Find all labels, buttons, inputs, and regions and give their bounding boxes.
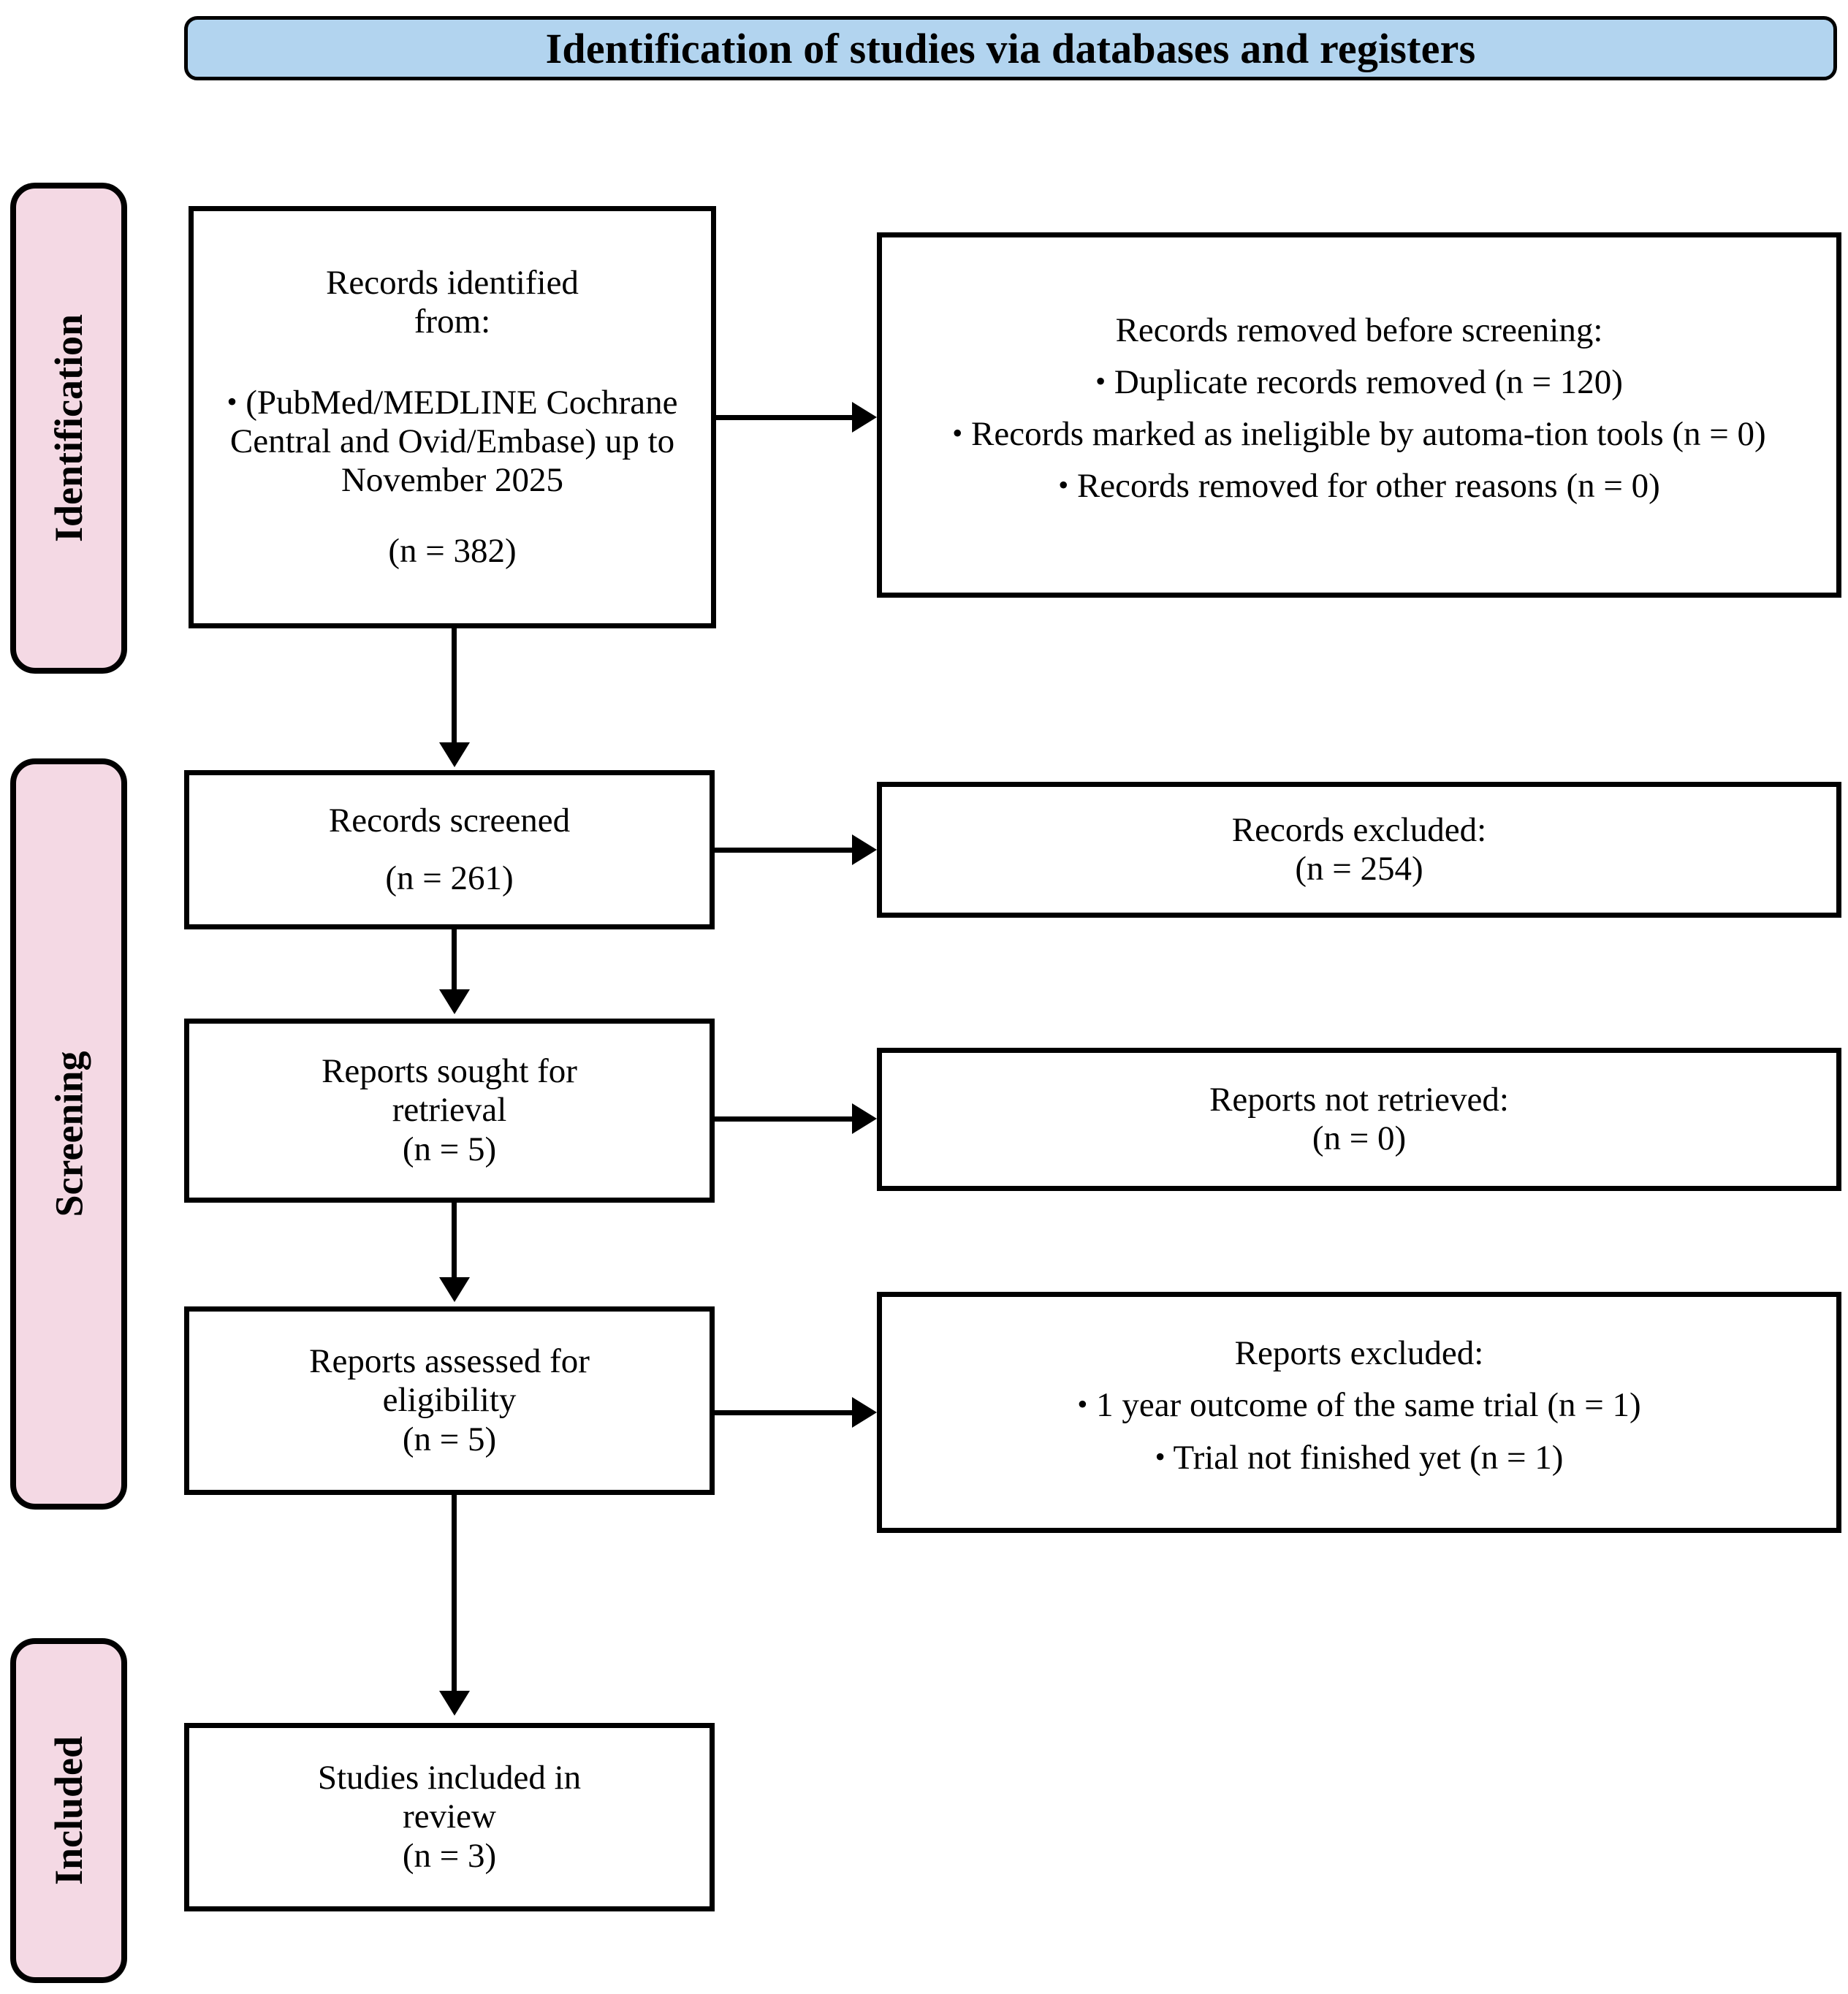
connector-assessed-to-reports-excluded — [715, 1410, 855, 1415]
box-records-screened-title: Records screened — [328, 801, 571, 840]
list-item: • Records removed for other reasons (n =… — [892, 467, 1826, 506]
box-records-identified-list: • (PubMed/MEDLINE Cochrane Central and O… — [204, 370, 701, 513]
phase-label-identification-text: Identification — [47, 313, 91, 543]
arrow-down-icon — [439, 989, 470, 1014]
connector-identified-to-removed — [716, 415, 855, 420]
box-records-excluded: Records excluded: (n = 254) — [877, 782, 1841, 918]
box-records-removed-reason-3: Records removed for other reasons (n = 0… — [1076, 467, 1660, 506]
box-reports-assessed-title-line1: Reports assessed for — [309, 1342, 590, 1381]
arrow-right-icon — [852, 402, 877, 433]
phase-label-screening-text: Screening — [47, 1051, 91, 1217]
box-reports-sought-title-line1: Reports sought for — [322, 1052, 577, 1091]
box-records-removed-list: • Duplicate records removed (n = 120) • … — [892, 350, 1826, 519]
box-reports-sought: Reports sought for retrieval (n = 5) — [184, 1019, 715, 1203]
list-item: • Trial not finished yet (n = 1) — [892, 1439, 1826, 1477]
box-records-identified-title-line2: from: — [414, 302, 491, 340]
bullet-icon: • — [227, 384, 237, 418]
connector-identified-to-screened — [452, 628, 457, 745]
phase-label-included: Included — [10, 1638, 127, 1983]
arrow-right-icon — [852, 1103, 877, 1134]
phase-label-included-text: Included — [47, 1735, 91, 1886]
box-records-removed-reason-2: Records marked as ineligible by automa-t… — [971, 415, 1766, 453]
box-reports-excluded-reason-1: 1 year outcome of the same trial (n = 1) — [1096, 1386, 1641, 1425]
box-studies-included-title-line1: Studies included in — [317, 1759, 582, 1797]
box-reports-not-retrieved-title: Reports not retrieved: — [1209, 1080, 1509, 1119]
arrow-down-icon — [439, 742, 470, 767]
box-studies-included-count: (n = 3) — [402, 1836, 497, 1875]
box-records-screened: Records screened (n = 261) — [184, 770, 715, 929]
connector-screened-to-excluded — [715, 848, 855, 853]
box-records-identified-count: (n = 382) — [388, 532, 517, 571]
phase-label-screening: Screening — [10, 758, 127, 1510]
connector-assessed-to-included — [452, 1495, 457, 1694]
bullet-icon: • — [1077, 1388, 1088, 1421]
list-item: • Duplicate records removed (n = 120) — [892, 363, 1826, 402]
box-studies-included-title-line2: review — [403, 1797, 496, 1836]
box-records-excluded-title: Records excluded: — [1231, 810, 1487, 849]
arrow-right-icon — [852, 1397, 877, 1428]
box-reports-not-retrieved: Reports not retrieved: (n = 0) — [877, 1048, 1841, 1191]
box-reports-sought-count: (n = 5) — [402, 1130, 497, 1168]
box-records-excluded-count: (n = 254) — [1295, 850, 1423, 888]
box-records-removed-reason-1: Duplicate records removed (n = 120) — [1114, 362, 1623, 401]
page-title: Identification of studies via databases … — [545, 24, 1476, 72]
box-reports-excluded-list: • 1 year outcome of the same trial (n = … — [892, 1373, 1826, 1490]
connector-sought-to-notretrieved — [715, 1116, 855, 1122]
box-reports-not-retrieved-count: (n = 0) — [1312, 1119, 1407, 1157]
list-item: • 1 year outcome of the same trial (n = … — [892, 1386, 1826, 1425]
arrow-down-icon — [439, 1691, 470, 1716]
connector-sought-to-assessed — [452, 1203, 457, 1279]
box-reports-assessed: Reports assessed for eligibility (n = 5) — [184, 1306, 715, 1495]
list-item: • Records marked as ineligible by automa… — [892, 415, 1826, 454]
box-reports-sought-title-line2: retrieval — [392, 1091, 507, 1130]
phase-label-identification: Identification — [10, 183, 127, 674]
box-records-identified-title-line1: Records identified — [326, 263, 579, 302]
bullet-icon: • — [952, 416, 963, 449]
diagram-header-banner: Identification of studies via databases … — [184, 16, 1837, 80]
box-reports-assessed-count: (n = 5) — [402, 1420, 497, 1458]
bullet-icon: • — [1095, 364, 1106, 397]
bullet-icon: • — [1155, 1439, 1166, 1473]
box-reports-assessed-title-line2: eligibility — [382, 1381, 517, 1420]
box-records-removed: Records removed before screening: • Dupl… — [877, 232, 1841, 598]
box-records-identified-source: (PubMed/MEDLINE Cochrane Central and Ovi… — [229, 383, 678, 500]
box-records-removed-title: Records removed before screening: — [1115, 311, 1603, 349]
box-reports-excluded-reason-2: Trial not finished yet (n = 1) — [1173, 1438, 1564, 1477]
bullet-icon: • — [1058, 468, 1069, 501]
box-records-identified: Records identified from: • (PubMed/MEDLI… — [189, 206, 716, 628]
box-reports-excluded: Reports excluded: • 1 year outcome of th… — [877, 1292, 1841, 1533]
box-studies-included: Studies included in review (n = 3) — [184, 1723, 715, 1911]
box-records-screened-count: (n = 261) — [385, 859, 514, 897]
list-item: • (PubMed/MEDLINE Cochrane Central and O… — [204, 384, 701, 500]
arrow-right-icon — [852, 834, 877, 865]
connector-screened-to-sought — [452, 929, 457, 992]
arrow-down-icon — [439, 1277, 470, 1302]
box-reports-excluded-title: Reports excluded: — [1234, 1334, 1484, 1373]
